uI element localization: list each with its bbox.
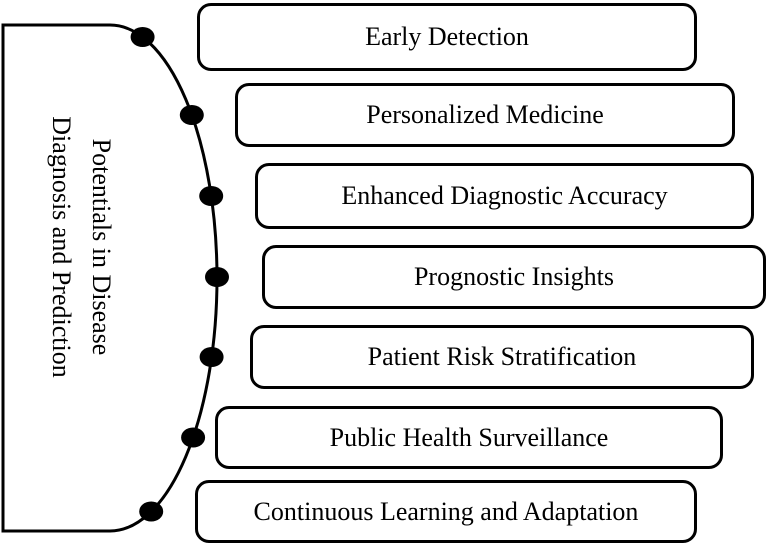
diagram-title-line-2: Diagnosis and Prediction [47, 116, 76, 378]
item-label: Personalized Medicine [366, 100, 604, 129]
item-label: Public Health Surveillance [329, 422, 609, 452]
item-label: Enhanced Diagnostic Accuracy [341, 181, 668, 210]
connector-dot [199, 186, 224, 206]
item-label: Continuous Learning and Adaptation [253, 496, 639, 526]
connector-dot [179, 105, 204, 125]
connector-dot [181, 427, 206, 448]
item-label: Early Detection [365, 22, 529, 51]
item-box: Personalized Medicine [235, 83, 735, 147]
connector-dot [139, 501, 164, 522]
connector-dots [130, 27, 229, 522]
connector-dot [199, 347, 224, 367]
item-label: Patient Risk Stratification [367, 342, 637, 371]
item-box: Prognostic Insights [262, 245, 766, 309]
item-box: Continuous Learning and Adaptation [195, 480, 697, 543]
connector-dot [205, 267, 229, 287]
item-box: Early Detection [197, 3, 697, 71]
diagram-title-line-1: Potentials in Disease [87, 138, 116, 356]
diagram-title: Potentials in Disease Diagnosis and Pred… [41, 77, 121, 417]
item-box: Enhanced Diagnostic Accuracy [255, 163, 754, 229]
item-box: Public Health Surveillance [215, 406, 723, 469]
item-label: Prognostic Insights [413, 262, 615, 291]
connector-dot [130, 27, 155, 47]
item-box: Patient Risk Stratification [250, 325, 754, 389]
